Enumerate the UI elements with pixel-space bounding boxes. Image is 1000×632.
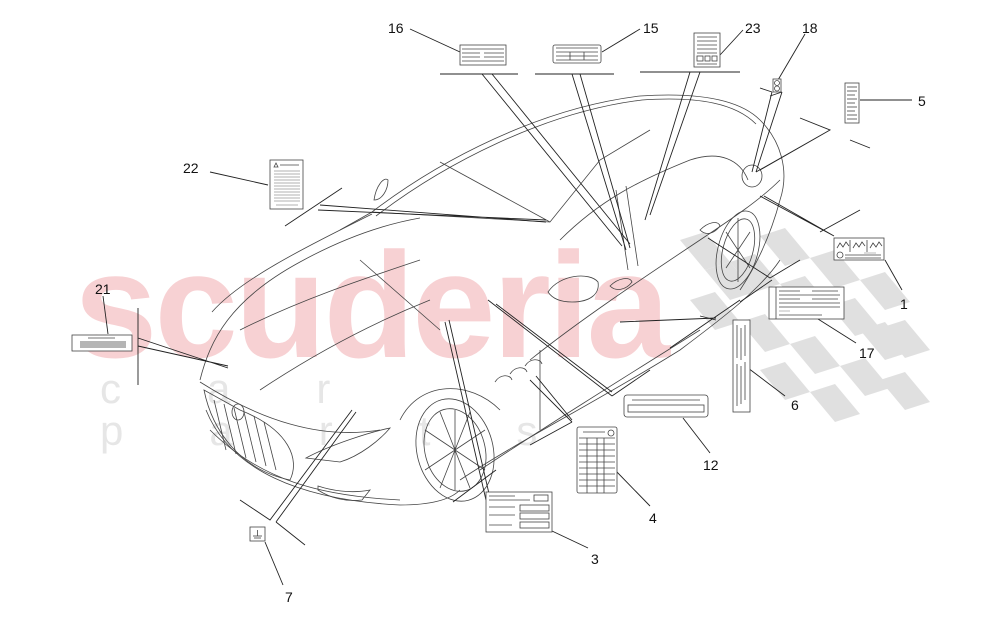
label-21-icon [71,334,133,352]
callout-4[interactable]: 4 [649,510,657,526]
callout-21[interactable]: 21 [95,281,111,297]
label-5-icon [844,82,860,124]
label-18-icon [772,78,782,93]
checkered-flag-icon [680,228,930,422]
label-22-icon [269,159,304,210]
callout-5[interactable]: 5 [918,93,926,109]
callout-18[interactable]: 18 [802,20,818,36]
car-outline [199,94,785,506]
callout-22[interactable]: 22 [183,160,199,176]
callout-16[interactable]: 16 [388,20,404,36]
callout-3[interactable]: 3 [591,551,599,567]
label-1-icon [833,237,885,261]
callout-23[interactable]: 23 [745,20,761,36]
callout-6[interactable]: 6 [791,397,799,413]
leader-lines [102,28,912,586]
label-7-icon [249,526,266,542]
label-6-icon [732,319,751,413]
label-16-icon [459,44,507,66]
callout-17[interactable]: 17 [859,345,875,361]
label-23-icon [693,32,721,68]
label-4-icon [576,426,618,494]
label-17-icon [768,286,845,320]
callout-15[interactable]: 15 [643,20,659,36]
callout-1[interactable]: 1 [900,296,908,312]
callout-7[interactable]: 7 [285,589,293,605]
callout-12[interactable]: 12 [703,457,719,473]
label-3-icon [485,491,553,533]
label-12-icon [623,394,709,418]
watermark-brand: scuderia [74,221,670,389]
label-15-icon [552,44,602,64]
